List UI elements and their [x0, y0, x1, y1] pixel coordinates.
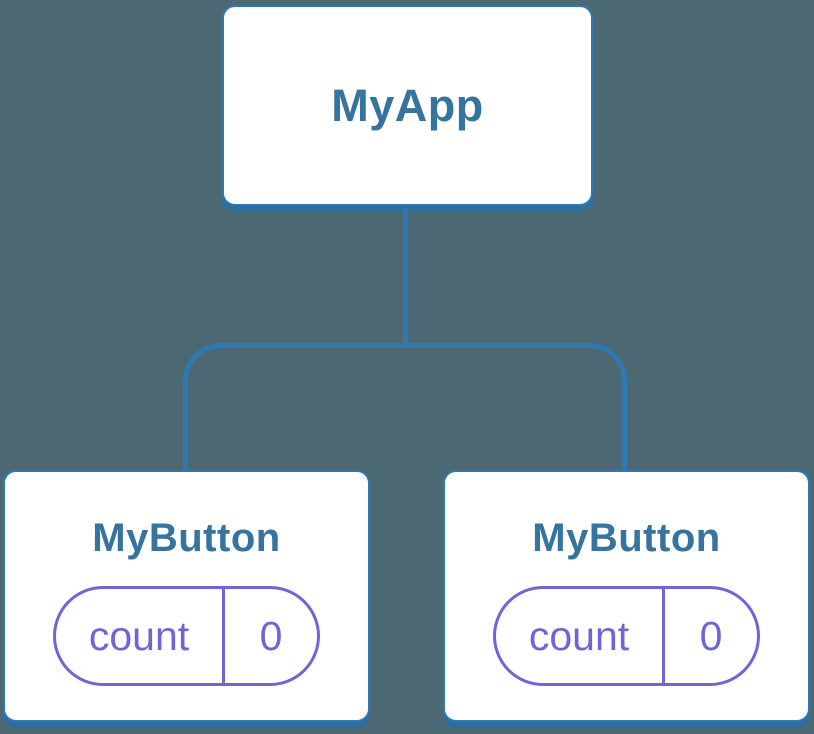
- child-component-label: MyButton: [92, 516, 281, 560]
- tree-connector-bracket: [183, 343, 627, 470]
- state-key: count: [56, 589, 225, 683]
- state-value: 0: [259, 612, 283, 659]
- state-value: 0: [699, 612, 723, 659]
- state-pill: count 0: [493, 586, 760, 686]
- root-component-card: MyApp: [222, 5, 593, 206]
- tree-connector-stem: [403, 208, 408, 348]
- root-component-label: MyApp: [331, 79, 484, 131]
- child-component-card-left: MyButton count 0: [3, 470, 370, 722]
- state-pill: count 0: [53, 586, 320, 686]
- child-component-label: MyButton: [532, 516, 721, 560]
- child-component-card-right: MyButton count 0: [443, 470, 810, 722]
- state-key: count: [496, 589, 665, 683]
